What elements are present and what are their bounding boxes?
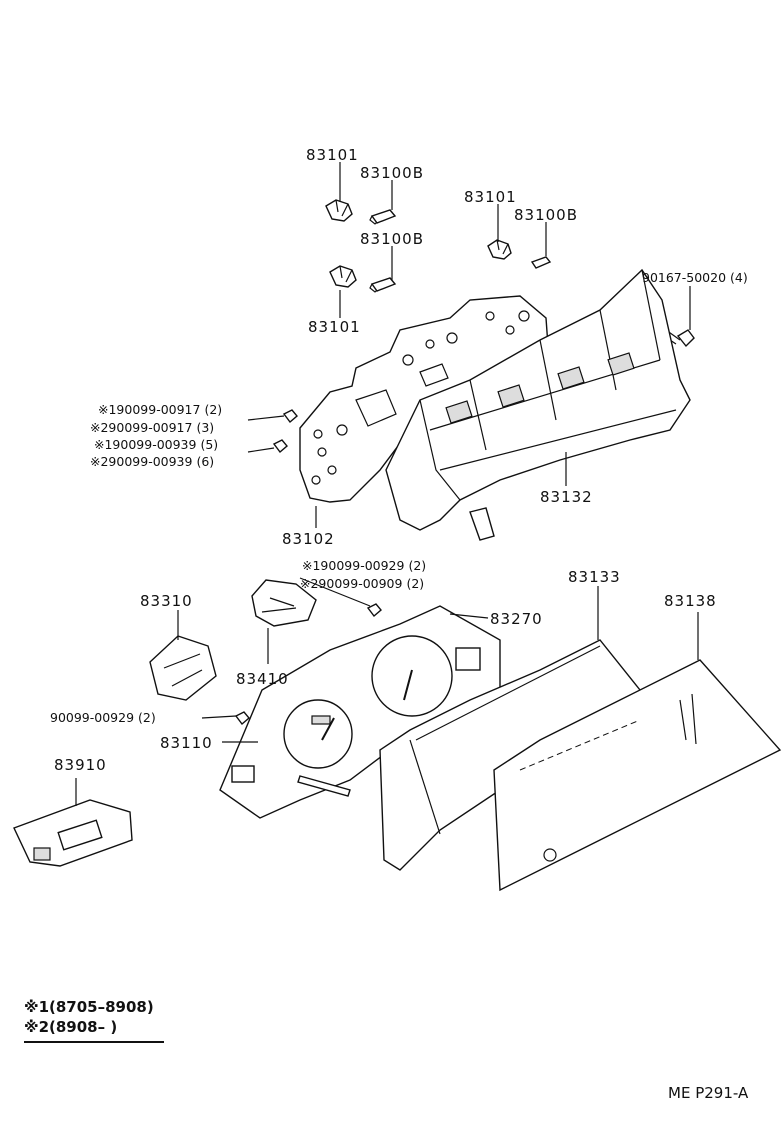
label-note-3: ※190099-00939 (5) <box>94 437 218 452</box>
bracket-83410 <box>251 579 317 627</box>
label-note-5: ※190099-00929 (2) <box>302 558 426 573</box>
meter-face-83110 <box>219 605 501 819</box>
cover-glass-83138 <box>493 659 782 892</box>
label-note-1: ※190099-00917 (2) <box>98 402 222 417</box>
bulb-83100b-mid <box>369 277 397 293</box>
label-83132: 83132 <box>540 488 593 506</box>
label-83110: 83110 <box>160 734 213 752</box>
legend: ※1(8705–8908) ※2(8908– ) <box>24 998 164 1043</box>
bulb-83100b-top <box>369 209 397 225</box>
speedometer-83310 <box>149 635 217 701</box>
label-note-2: ※290099-00917 (3) <box>90 420 214 435</box>
socket-83101-right <box>487 239 512 260</box>
label-90167: 90167-50020 (4) <box>642 270 748 285</box>
label-83910: 83910 <box>54 756 107 774</box>
label-note-4: ※290099-00939 (6) <box>90 454 214 469</box>
label-83102: 83102 <box>282 530 335 548</box>
screw-90099-00917 <box>282 409 298 424</box>
label-90099-00929: 90099-00929 (2) <box>50 710 156 725</box>
label-83410: 83410 <box>236 670 289 688</box>
page-code: ME P291-A <box>668 1084 749 1102</box>
label-83270: 83270 <box>490 610 543 628</box>
label-83310: 83310 <box>140 592 193 610</box>
switch-83910 <box>13 799 133 867</box>
screw-90099-00909 <box>366 603 382 618</box>
label-83101-b: 83101 <box>308 318 361 336</box>
socket-83101-top <box>325 199 353 222</box>
label-83101-a: 83101 <box>306 146 359 164</box>
legend-line-1: ※1(8705–8908) <box>24 998 154 1016</box>
screw-90099-00929 <box>234 711 250 726</box>
part-labels: 83101 83100B 83100B 83101 83101 83100B 9… <box>50 146 748 774</box>
label-note-6: ※290099-00909 (2) <box>300 576 424 591</box>
label-83138: 83138 <box>664 592 717 610</box>
legend-line-2: ※2(8908– ) <box>24 1018 117 1036</box>
housing-83132 <box>385 268 691 541</box>
label-83100b-b: 83100B <box>360 230 424 248</box>
label-83101-c: 83101 <box>464 188 517 206</box>
socket-83101-mid <box>329 265 357 288</box>
bulb-83100b-right <box>530 256 552 269</box>
label-83100b-c: 83100B <box>514 206 578 224</box>
screw-90099-00939 <box>272 439 288 454</box>
label-83100b-a: 83100B <box>360 164 424 182</box>
label-83133: 83133 <box>568 568 621 586</box>
